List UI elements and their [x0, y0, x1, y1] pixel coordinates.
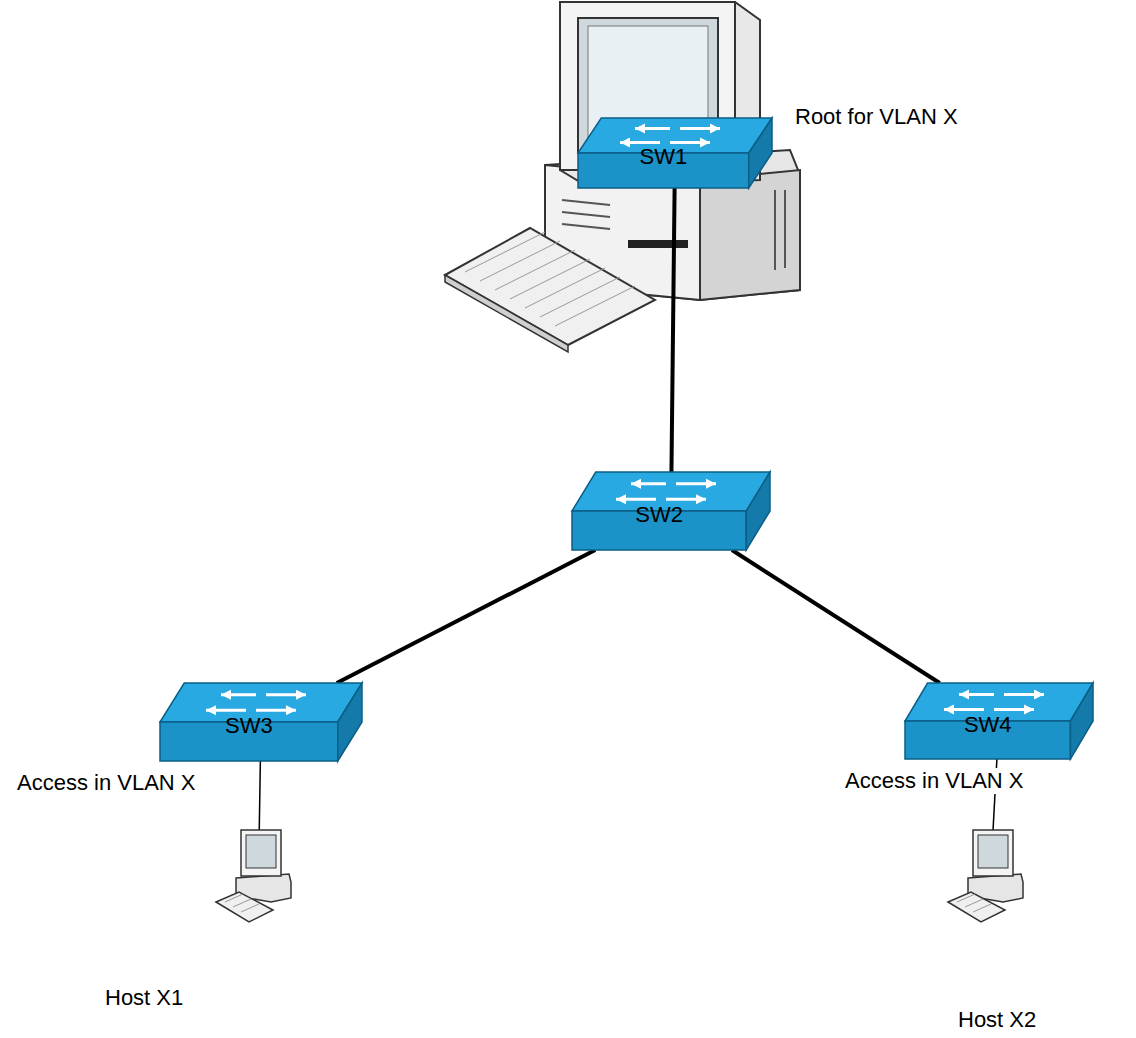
host-node: Host X2 [943, 830, 1038, 922]
switch-name: SW1 [578, 144, 749, 170]
host-name: Host X1 [105, 985, 183, 1011]
switch-node: SW4 [905, 683, 1093, 759]
host-computer-icon [211, 830, 306, 922]
switch-name: SW2 [572, 502, 746, 528]
trunk-link [337, 550, 595, 683]
switch-name: SW3 [160, 713, 338, 739]
trunk-link [671, 188, 674, 472]
host-computer-icon [943, 830, 1038, 922]
link-label: Access in VLAN X [15, 770, 198, 796]
root-note: Root for VLAN X [795, 104, 958, 130]
switch-node: SW3 [160, 683, 362, 761]
host-node: Host X1 [211, 830, 306, 922]
access-link [259, 761, 260, 830]
trunk-link [732, 550, 940, 683]
host-name: Host X2 [958, 1007, 1036, 1033]
switch-node: SW1 [578, 118, 772, 188]
link-label: Access in VLAN X [843, 768, 1026, 794]
switch-node: SW2 [572, 472, 770, 550]
switch-name: SW4 [905, 712, 1070, 738]
